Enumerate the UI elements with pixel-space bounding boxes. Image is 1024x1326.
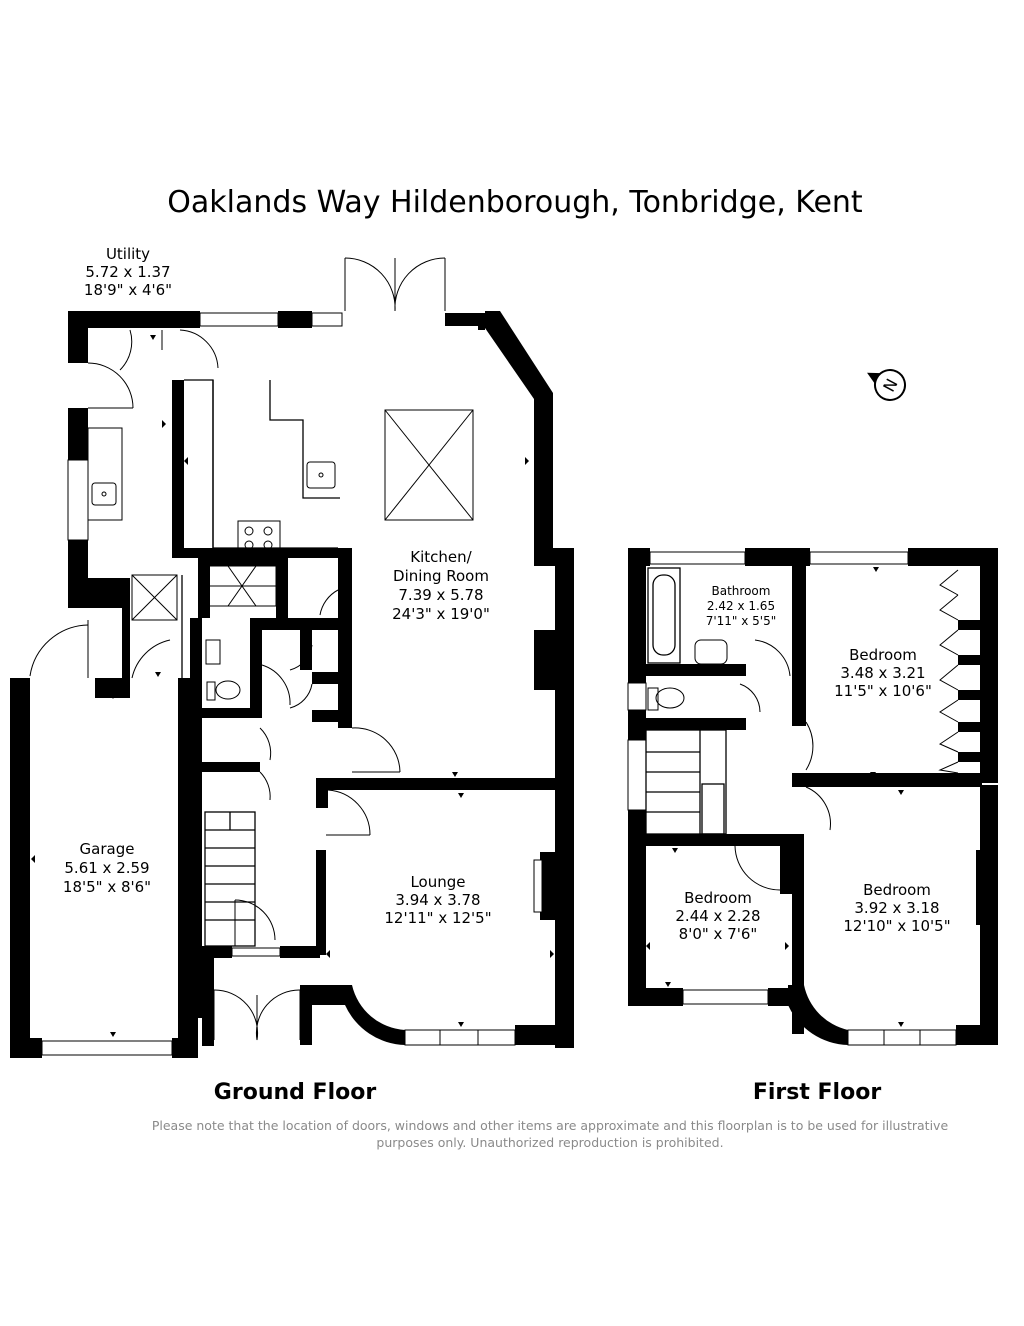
bedroom3-imperial: 12'10" x 10'5": [843, 917, 950, 935]
lounge-name: Lounge: [410, 873, 465, 891]
ground-floor-label: Ground Floor: [214, 1080, 377, 1105]
label-lounge: Lounge 3.94 x 3.78 12'11" x 12'5": [384, 873, 491, 927]
label-kitchen: Kitchen/ Dining Room 7.39 x 5.78 24'3" x…: [392, 548, 490, 623]
label-garage: Garage 5.61 x 2.59 18'5" x 8'6": [63, 840, 151, 896]
north-arrow-icon: N: [867, 369, 906, 401]
lounge-metric: 3.94 x 3.78: [395, 891, 480, 909]
kitchen-name-2: Dining Room: [393, 567, 489, 585]
plan-title: Oaklands Way Hildenborough, Tonbridge, K…: [167, 185, 863, 220]
bedroom3-metric: 3.92 x 3.18: [854, 899, 939, 917]
garage-imperial: 18'5" x 8'6": [63, 878, 151, 896]
first-floor-label: First Floor: [753, 1080, 881, 1105]
ground-floor-plan: [10, 257, 574, 1058]
utility-name: Utility: [106, 245, 150, 263]
utility-imperial: 18'9" x 4'6": [84, 281, 172, 299]
first-floor-plan: [627, 548, 998, 1046]
garage-name: Garage: [80, 840, 135, 858]
disclaimer-line-1: Please note that the location of doors, …: [152, 1118, 949, 1133]
bedroom2-metric: 2.44 x 2.28: [675, 907, 760, 925]
label-bedroom-1: Bedroom 3.48 x 3.21 11'5" x 10'6": [834, 646, 932, 700]
bathroom-imperial: 7'11" x 5'5": [706, 614, 777, 628]
label-bedroom-3: Bedroom 3.92 x 3.18 12'10" x 10'5": [843, 881, 950, 935]
kitchen-imperial: 24'3" x 19'0": [392, 605, 490, 623]
disclaimer-line-2: purposes only. Unauthorized reproduction…: [376, 1135, 723, 1150]
bedroom1-imperial: 11'5" x 10'6": [834, 682, 932, 700]
bathroom-name: Bathroom: [712, 584, 771, 598]
bedroom3-name: Bedroom: [863, 881, 931, 899]
garage-metric: 5.61 x 2.59: [64, 859, 149, 877]
label-bathroom: Bathroom 2.42 x 1.65 7'11" x 5'5": [706, 584, 777, 628]
bedroom1-name: Bedroom: [849, 646, 917, 664]
utility-metric: 5.72 x 1.37: [85, 263, 170, 281]
kitchen-name-1: Kitchen/: [410, 548, 472, 566]
bedroom2-imperial: 8'0" x 7'6": [679, 925, 758, 943]
bathroom-metric: 2.42 x 1.65: [707, 599, 775, 613]
label-bedroom-2: Bedroom 2.44 x 2.28 8'0" x 7'6": [675, 889, 760, 943]
label-utility: Utility 5.72 x 1.37 18'9" x 4'6": [84, 245, 172, 299]
bedroom1-metric: 3.48 x 3.21: [840, 664, 925, 682]
bedroom2-name: Bedroom: [684, 889, 752, 907]
lounge-imperial: 12'11" x 12'5": [384, 909, 491, 927]
kitchen-metric: 7.39 x 5.78: [398, 586, 483, 604]
